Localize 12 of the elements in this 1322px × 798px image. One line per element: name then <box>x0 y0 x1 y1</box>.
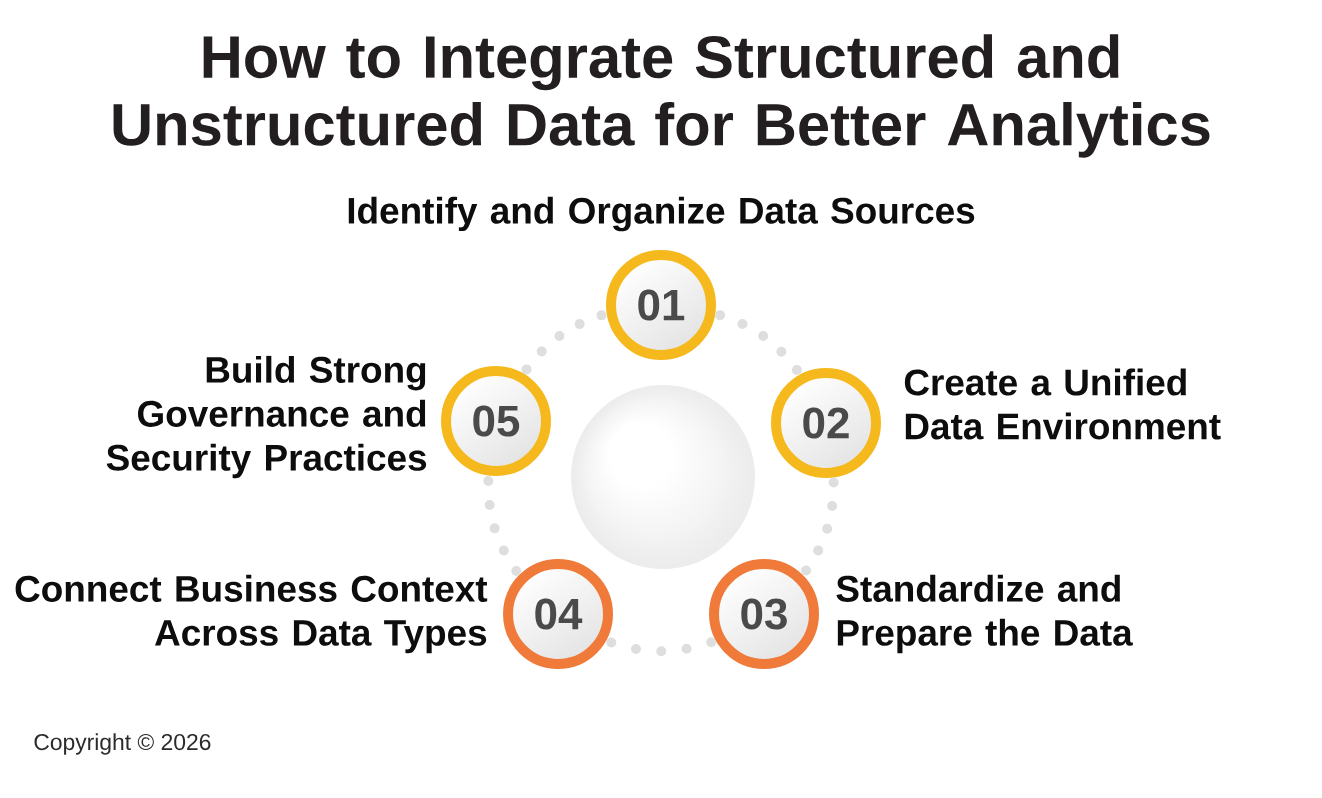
dotted-connector <box>521 310 607 375</box>
dotted-connector <box>483 475 522 576</box>
step-title: Create a Unified Data Environment <box>904 368 1221 440</box>
step-title: Identify and Organize Data Sources <box>348 196 975 232</box>
dotted-connector <box>605 637 717 657</box>
step-title: Standardize and Prepare the Data <box>836 574 1133 654</box>
title: How to Integrate Structured and Unstructured Data for Better Analytics <box>113 34 1210 158</box>
dotted-connector <box>800 477 839 576</box>
step-title: Connect Business Context Across Data Types <box>15 574 488 654</box>
dotted-connector <box>715 310 803 376</box>
step-title: Build Strong Governance and Security Practices <box>106 355 427 479</box>
copyright-text: Copyright © 2026 <box>34 733 211 755</box>
